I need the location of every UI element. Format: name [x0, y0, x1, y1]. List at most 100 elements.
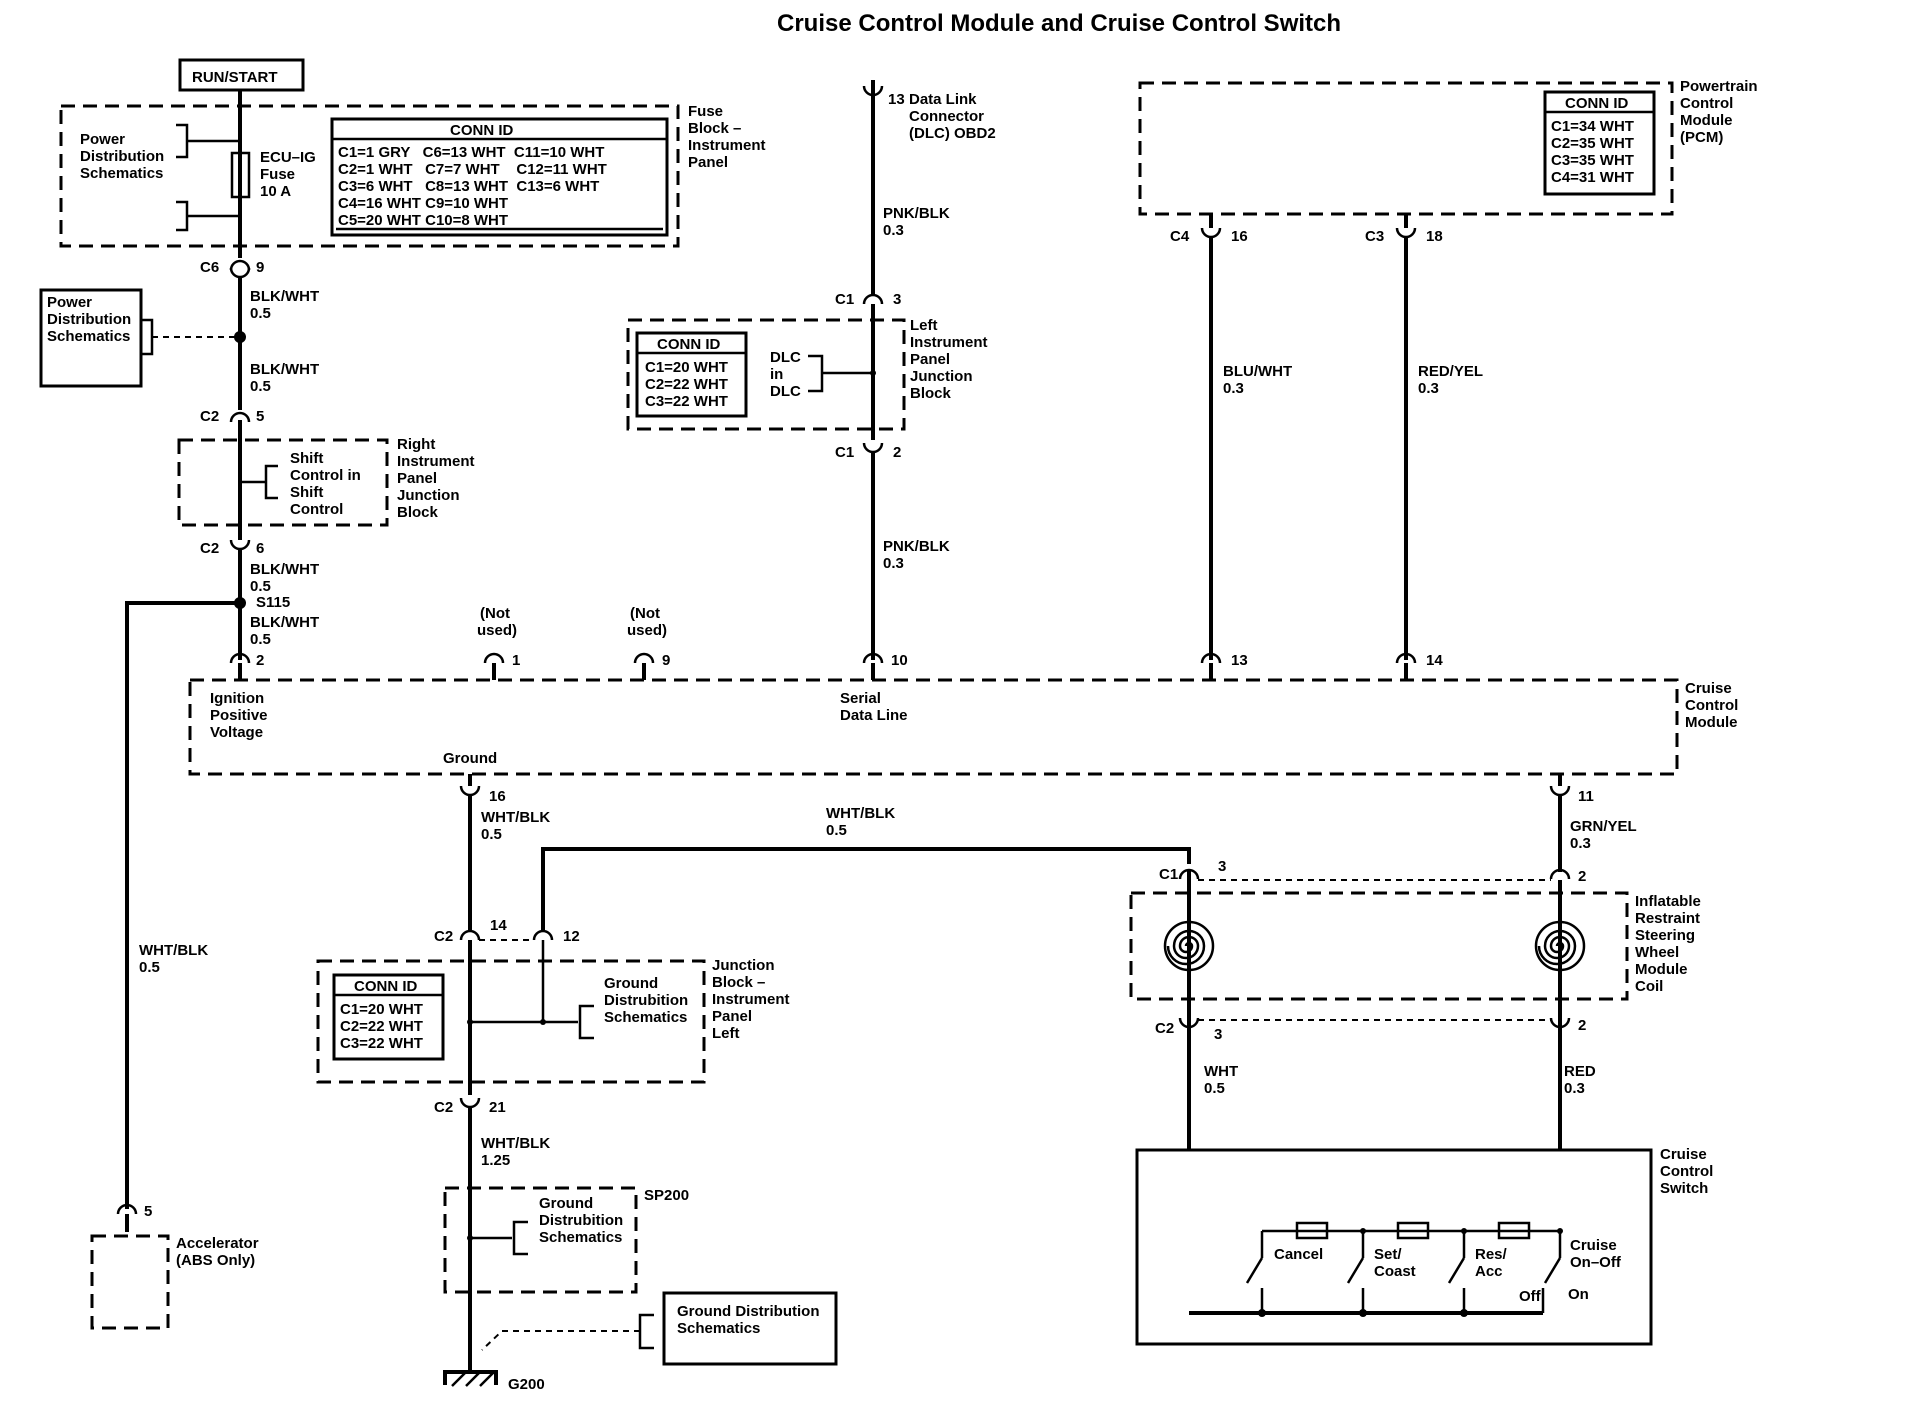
dlc-c1a-conn: C1 — [835, 291, 854, 308]
switch-off-label: Off — [1519, 1288, 1542, 1305]
switch-on-label: On — [1568, 1286, 1589, 1303]
coil-line-6: Coil — [1635, 978, 1663, 995]
gnd-c2-pin12: 12 — [563, 928, 580, 945]
accel-line-1: Accelerator — [176, 1235, 259, 1252]
coil-wire-grn-size: 0.3 — [1570, 835, 1591, 852]
gnd-wire-b-size: 1.25 — [481, 1152, 510, 1169]
nu2-line-2: used) — [627, 622, 667, 639]
dlc-in-line-1: DLC — [770, 349, 801, 366]
dlc-c1b-pin: 2 — [893, 444, 901, 461]
pcm-c4-conn: C4 — [1170, 228, 1190, 245]
dlc-conn-row-1: C1=20 WHT — [645, 359, 728, 376]
accel-line-2: (ABS Only) — [176, 1252, 255, 1269]
lip-line-2: Instrument — [910, 334, 988, 351]
pcm-line-1: Powertrain — [1680, 78, 1758, 95]
wire-d-color: BLK/WHT — [250, 614, 319, 631]
dlc-pin-13: 13 — [888, 91, 905, 108]
dlc-conn-header: CONN ID — [657, 336, 721, 353]
switch-set-line-1: Set/ — [1374, 1246, 1402, 1263]
ccm-serial-line-2: Data Line — [840, 707, 908, 724]
fuse-conn-row-5: C5=20 WHT C10=8 WHT — [338, 212, 508, 229]
dlc-in-line-2: in — [770, 366, 783, 383]
c6-conn-label: C6 — [200, 259, 219, 276]
gnd-c2b-pin: 21 — [489, 1099, 506, 1116]
pcm-c4-pin: 16 — [1231, 228, 1248, 245]
coil-wire-wht-color: WHT — [1204, 1063, 1238, 1080]
fuse-line-1: ECU–IG — [260, 149, 316, 166]
jbl-line-4: Panel — [712, 1008, 752, 1025]
coil-line-1: Inflatable — [1635, 893, 1701, 910]
gds-3-line-1: Ground Distribution — [677, 1303, 819, 1320]
ccm-ground-label: Ground — [443, 750, 497, 767]
dlc-c1b-conn: C1 — [835, 444, 854, 461]
g200-label: G200 — [508, 1376, 545, 1393]
nu2-line-1: (Not — [630, 605, 660, 622]
gnd-c2-pin14: 14 — [490, 917, 507, 934]
dlc-conn-row-3: C3=22 WHT — [645, 393, 728, 410]
ccm-line-1: Cruise — [1685, 680, 1732, 697]
gds-3-line-2: Schematics — [677, 1320, 760, 1337]
switch-res-icon — [1447, 1228, 1468, 1317]
dlc-conn-row-2: C2=22 WHT — [645, 376, 728, 393]
lip-block-outline — [626, 318, 906, 431]
switch-cancel-label: Cancel — [1274, 1246, 1323, 1263]
shift-line-2: Control in — [290, 467, 361, 484]
resistor-res — [1497, 1221, 1531, 1240]
coil-wire-red-size: 0.3 — [1564, 1080, 1585, 1097]
coil-line-4: Wheel — [1635, 944, 1679, 961]
sp200-label: SP200 — [644, 1187, 689, 1204]
fuse-conn-row-4: C4=16 WHT C9=10 WHT — [338, 195, 508, 212]
gnd-wire-top-color: WHT/BLK — [826, 805, 895, 822]
switch-res-line-1: Res/ — [1475, 1246, 1508, 1263]
pcm-conn-row-2: C2=35 WHT — [1551, 135, 1634, 152]
c6-pin-label: 9 — [256, 259, 264, 276]
dlc-in-line-3: DLC — [770, 383, 801, 400]
pcm-conn-header: CONN ID — [1565, 95, 1629, 112]
accel-wire-size: 0.5 — [139, 959, 160, 976]
jbl-line-1: Junction — [712, 957, 775, 974]
gnd-c2-conn: C2 — [434, 928, 453, 945]
ccm-outline — [188, 678, 1679, 776]
ccm-ign-line-3: Voltage — [210, 724, 263, 741]
dlc-line-1: Data Link — [909, 91, 977, 108]
pds-2-box — [39, 288, 143, 388]
lip-line-4: Junction — [910, 368, 973, 385]
pcm-pin-13: 13 — [1231, 652, 1248, 669]
gds-2-line-3: Schematics — [539, 1229, 622, 1246]
wire-c-size: 0.5 — [250, 578, 271, 595]
resistor-cancel — [1295, 1221, 1329, 1240]
c2a-pin-label: 5 — [256, 408, 264, 425]
coil-c2-pin3: 3 — [1214, 1026, 1222, 1043]
shift-line-1: Shift — [290, 450, 323, 467]
fuse-block-line-4: Panel — [688, 154, 728, 171]
pds-2-line-3: Schematics — [47, 328, 130, 345]
lip-line-5: Block — [910, 385, 952, 402]
dlc-line-3: (DLC) OBD2 — [909, 125, 996, 142]
pcm-line-4: (PCM) — [1680, 129, 1723, 146]
wire-b-color: BLK/WHT — [250, 361, 319, 378]
pcm-line-2: Control — [1680, 95, 1733, 112]
accelerator-outline — [90, 1234, 170, 1330]
pcm-c3-conn: C3 — [1365, 228, 1384, 245]
rip-line-3: Panel — [397, 470, 437, 487]
coil-c2-pin2: 2 — [1578, 1017, 1586, 1034]
c2a-conn-label: C2 — [200, 408, 219, 425]
s115-label: S115 — [256, 594, 290, 611]
pin-1-label: 1 — [512, 652, 520, 669]
dlc-pin-10: 10 — [891, 652, 908, 669]
coil-c2-conn: C2 — [1155, 1020, 1174, 1037]
switch-line-1: Cruise — [1660, 1146, 1707, 1163]
fuse-conn-row-2: C2=1 WHT C7=7 WHT C12=11 WHT — [338, 161, 607, 178]
coil-c1-pin2: 2 — [1578, 868, 1586, 885]
rip-line-2: Instrument — [397, 453, 475, 470]
dlc-c1a-pin: 3 — [893, 291, 901, 308]
gnd-conn-header: CONN ID — [354, 978, 418, 995]
pcm-line-3: Module — [1680, 112, 1733, 129]
pcm-conn-table — [1543, 90, 1656, 196]
pcm-c3-pin: 18 — [1426, 228, 1443, 245]
switch-set-line-2: Coast — [1374, 1263, 1416, 1280]
pcm-wire-blu-color: BLU/WHT — [1223, 363, 1292, 380]
ccm-line-2: Control — [1685, 697, 1738, 714]
